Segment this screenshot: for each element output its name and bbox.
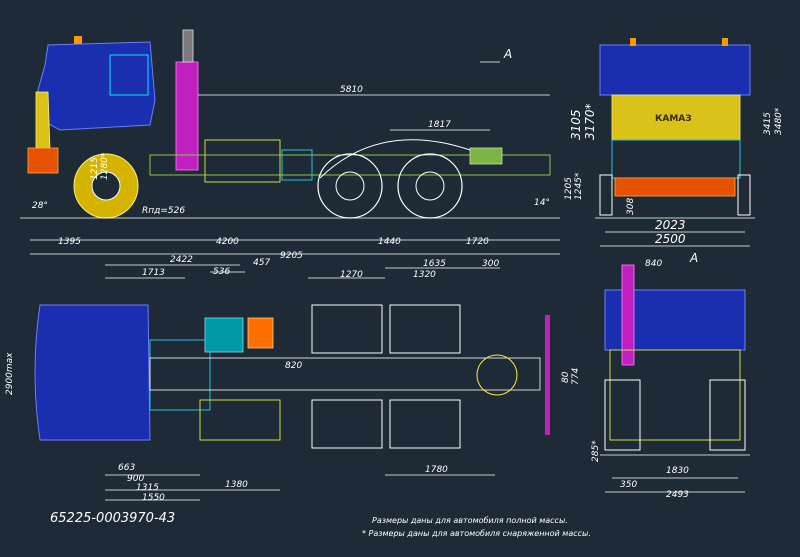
dim-1780: 1780 <box>425 465 448 475</box>
rear-exhaust <box>621 264 635 366</box>
dim-max-width: 2900max <box>5 352 15 395</box>
rear-view: A 840 1830 350 2493 285* <box>591 251 750 500</box>
front-bumper <box>614 177 736 197</box>
top-rear-wheels-left-1 <box>311 304 383 354</box>
side-fifth-wheel <box>469 147 503 165</box>
dim-turning-radius: Rпд=526 <box>142 206 185 216</box>
front-cab <box>599 44 751 96</box>
front-beacon-right <box>722 38 728 46</box>
dim-cab-height: 3105 <box>569 109 583 140</box>
side-rear-wheel-2 <box>397 153 463 219</box>
top-rear-wheels-right-1 <box>311 399 383 449</box>
model-number: 65225-0003970-43 <box>50 511 175 526</box>
dim-1315: 1315 <box>136 483 159 493</box>
top-frame <box>149 357 541 391</box>
dim-ground-clearance: 308 <box>626 198 636 215</box>
dim-1635: 1635 <box>423 259 446 269</box>
side-cab-mask <box>35 91 51 151</box>
side-rear-fender <box>319 139 471 179</box>
dim-300: 300 <box>482 259 499 269</box>
dim-wheelbase: 4200 <box>216 237 239 247</box>
front-wheel-left <box>599 174 613 216</box>
rear-view-label: A <box>689 251 698 265</box>
dim-front-axle-height-star: 1280* <box>100 152 110 180</box>
dim-1550: 1550 <box>142 493 165 503</box>
top-battery <box>247 317 274 349</box>
dim-536: 536 <box>213 267 230 277</box>
top-fuel-tank <box>199 399 281 441</box>
front-grille <box>611 139 741 179</box>
dim-rear-height-star: 1245* <box>574 172 584 200</box>
dim-285: 285* <box>591 440 601 462</box>
front-view: КАМАЗ 2023 2500 308 3415 3480* <box>595 38 784 247</box>
dim-overall-length: 9205 <box>280 251 303 261</box>
front-mask <box>611 94 741 141</box>
top-rear-wheels-right-2 <box>389 399 461 449</box>
dim-80: 80 <box>561 371 571 383</box>
dim-front-height-star: 3480* <box>774 107 784 135</box>
dim-1380: 1380 <box>225 480 248 490</box>
dim-1320: 1320 <box>413 270 436 280</box>
note-full-mass: Размеры даны для автомобиля полной массы… <box>372 516 568 525</box>
front-brand-logo: КАМАЗ <box>655 114 692 124</box>
dim-rear-height: 1205 <box>564 177 574 200</box>
dim-2422: 2422 <box>170 255 193 265</box>
side-bumper <box>27 147 59 174</box>
dim-1713: 1713 <box>142 268 165 278</box>
dim-front-overhang: 1395 <box>58 237 81 247</box>
dim-2493: 2493 <box>666 490 689 500</box>
rear-wheels-right <box>709 379 746 451</box>
dim-457: 457 <box>253 258 270 268</box>
dim-tandem: 1440 <box>378 237 401 247</box>
dim-approach-angle: 28° <box>32 201 48 211</box>
side-fuel-tank <box>204 139 281 183</box>
dim-1830: 1830 <box>666 466 689 476</box>
top-cab <box>34 304 151 441</box>
dim-width: 2500 <box>655 232 686 246</box>
side-direction-label: A <box>503 47 512 61</box>
dim-1270: 1270 <box>340 270 363 280</box>
rear-wheels-left <box>604 379 641 451</box>
dim-front-height: 3415 <box>763 112 773 135</box>
dim-departure-angle: 14° <box>534 198 550 208</box>
side-front-wheel <box>73 153 139 219</box>
note-curb-mass: * Размеры даны для автомобиля снаряженно… <box>362 529 591 538</box>
side-battery-box <box>281 149 313 181</box>
front-beacon-left <box>630 38 636 46</box>
top-view: 2422 1713 536 457 1270 1635 1320 300 820… <box>5 255 581 503</box>
side-air-intake <box>182 29 194 63</box>
dim-350: 350 <box>620 480 637 490</box>
side-exhaust-stack <box>175 61 199 171</box>
side-cab-window <box>109 54 149 96</box>
rear-chassis <box>609 349 741 441</box>
dim-840: 840 <box>645 259 662 269</box>
dim-774: 774 <box>571 368 581 385</box>
front-wheel-right <box>737 174 751 216</box>
dim-front-axle-height: 1215 <box>90 157 100 180</box>
dim-663: 663 <box>118 463 135 473</box>
dim-rear-overhang: 1720 <box>466 237 489 247</box>
dim-fifth-wheel-offset: 1817 <box>428 120 451 130</box>
top-fifth-wheel <box>476 354 518 396</box>
top-rear-wheels-left-2 <box>389 304 461 354</box>
dim-900: 900 <box>127 474 144 484</box>
top-air-filter <box>204 317 244 353</box>
dim-820: 820 <box>285 361 302 371</box>
side-rear-wheel-1 <box>317 153 383 219</box>
side-view: 5810 1817 1395 4200 1440 1720 9205 28° 1… <box>20 29 597 261</box>
top-rear-bumper <box>545 315 550 435</box>
dim-frame-length: 5810 <box>340 85 363 95</box>
side-beacon <box>74 36 82 44</box>
dim-cab-height-star: 3170* <box>583 103 597 140</box>
dim-track: 2023 <box>655 218 686 232</box>
